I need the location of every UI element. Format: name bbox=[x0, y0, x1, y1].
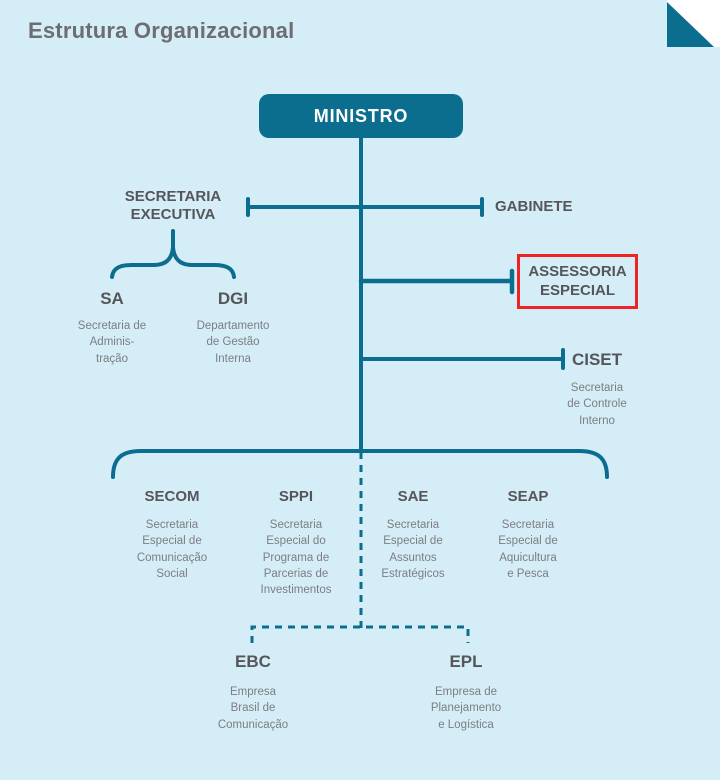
node-ebc: EBC bbox=[235, 652, 271, 671]
node-assessoria-especial-label: ASSESSORIA ESPECIAL bbox=[528, 262, 627, 299]
node-ministro-label: MINISTRO bbox=[313, 105, 409, 126]
node-sae: SAE bbox=[397, 488, 429, 505]
node-secom-description: Secretaria Especial de Comunicação Socia… bbox=[136, 519, 208, 580]
ciset-branch-line bbox=[359, 348, 565, 370]
node-dgi: DGI bbox=[217, 289, 249, 308]
secretaria-executiva-branch-line bbox=[246, 197, 363, 217]
page-title: Estrutura Organizacional bbox=[28, 18, 295, 43]
assessoria-branch-line bbox=[358, 268, 515, 295]
node-sa: SA bbox=[100, 289, 124, 308]
node-sae-description: Secretaria Especial de Assuntos Estratég… bbox=[381, 519, 445, 580]
dashed-bracket bbox=[250, 625, 470, 643]
node-seap: SEAP bbox=[507, 488, 549, 505]
node-ciset: CISET bbox=[571, 350, 623, 369]
node-epl: EPL bbox=[449, 652, 483, 671]
node-ministro: MINISTRO bbox=[259, 94, 463, 138]
corner-fold bbox=[667, 0, 720, 47]
node-gabinete: GABINETE bbox=[495, 198, 573, 215]
node-seap-description: Secretaria Especial de Aquicultura e Pes… bbox=[498, 519, 558, 580]
node-secretaria-executiva: SECRETARIA EXECUTIVA bbox=[124, 188, 222, 223]
node-sppi-description: Secretaria Especial do Programa de Parce… bbox=[260, 519, 332, 597]
node-epl-description: Empresa de Planejamento e Logística bbox=[430, 686, 502, 731]
gabinete-branch-line bbox=[359, 197, 484, 217]
node-ebc-description: Empresa Brasil de Comunicação bbox=[217, 686, 289, 731]
node-dgi-description: Departamento de Gestão Interna bbox=[196, 320, 270, 365]
corner-triangle-icon bbox=[667, 2, 714, 47]
node-sa-description: Secretaria de Adminis- tração bbox=[77, 320, 147, 365]
node-ciset-description: Secretaria de Controle Interno bbox=[567, 382, 627, 427]
executiva-brace bbox=[110, 229, 236, 279]
node-sppi: SPPI bbox=[278, 488, 314, 505]
node-assessoria-especial: ASSESSORIA ESPECIAL bbox=[517, 254, 638, 309]
node-secom: SECOM bbox=[144, 488, 200, 505]
bottom-bracket bbox=[111, 449, 609, 479]
